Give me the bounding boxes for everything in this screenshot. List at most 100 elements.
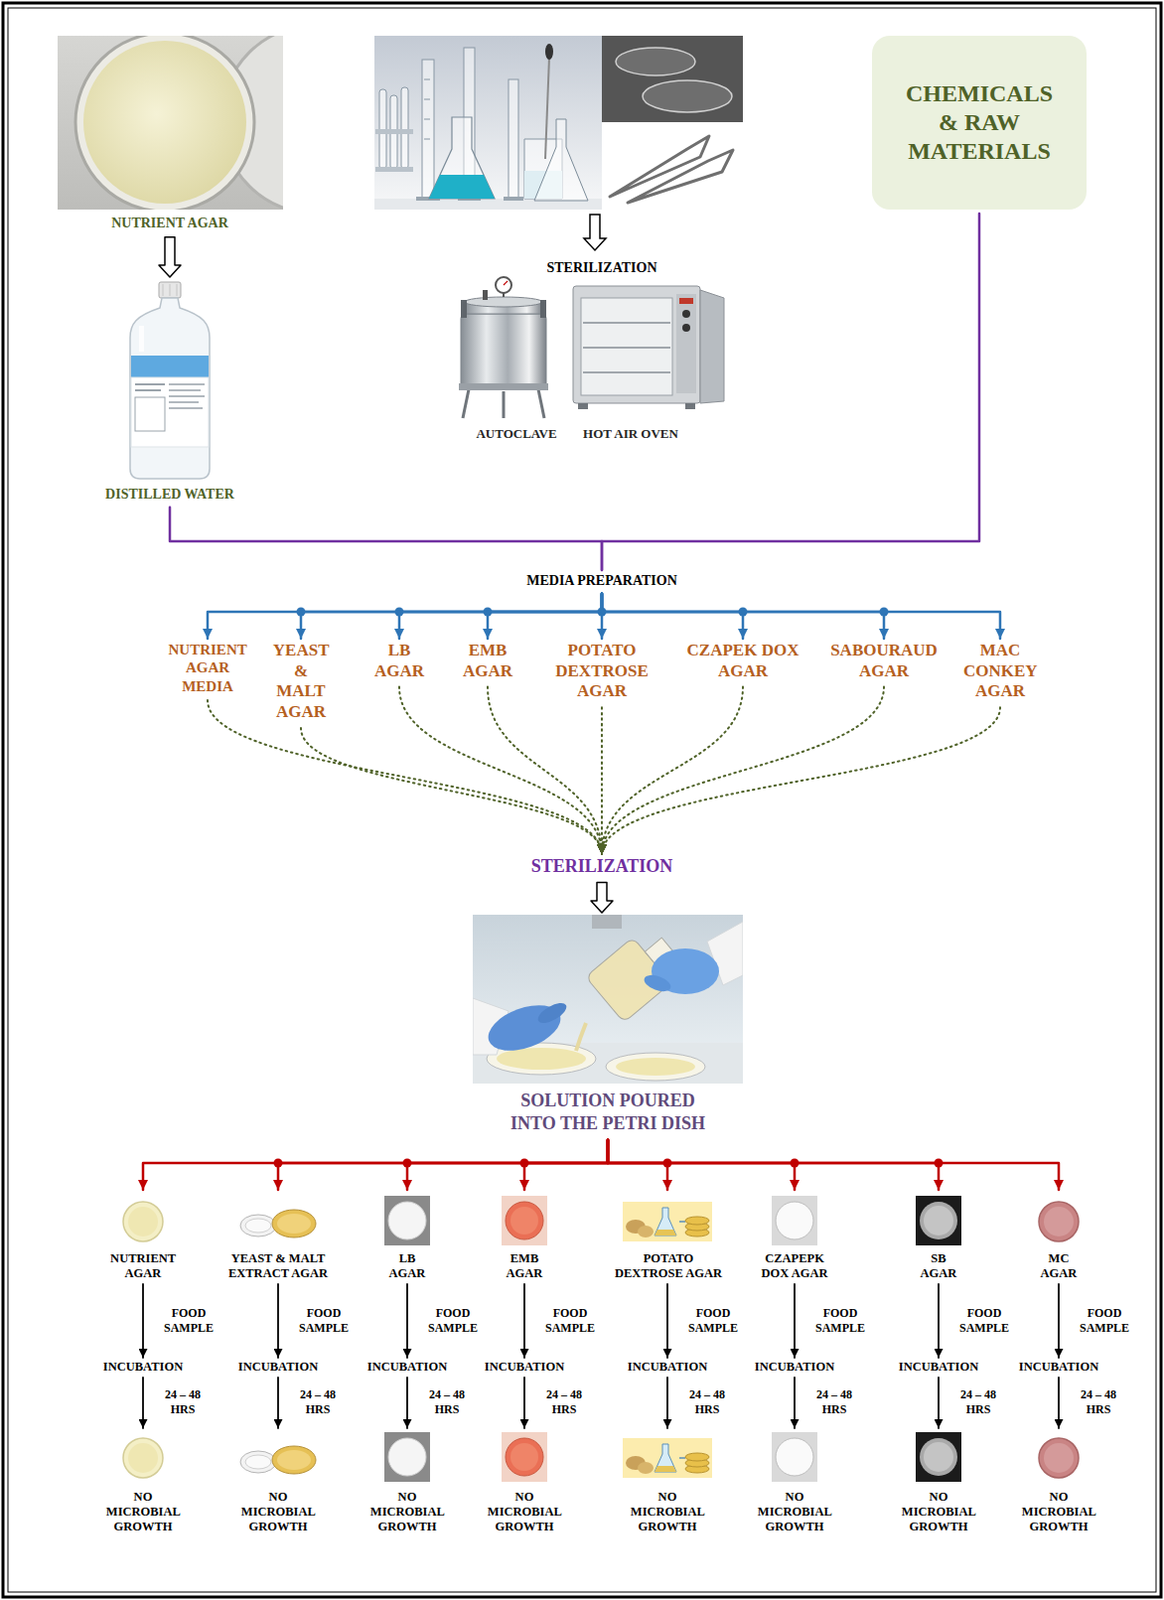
connector bbox=[158, 237, 181, 278]
step-label: INCUBATION bbox=[484, 1359, 565, 1375]
result-label-text: NO MICROBIAL GROWTH bbox=[241, 1489, 315, 1535]
plate-label: LB AGAR bbox=[348, 1191, 466, 1282]
plate-label: EMB AGAR bbox=[465, 1191, 583, 1282]
plate-label: SB AGAR bbox=[879, 1191, 998, 1282]
hot-air-oven-picture bbox=[573, 286, 725, 410]
connector bbox=[601, 593, 1001, 639]
connector bbox=[607, 1140, 939, 1190]
step-label: INCUBATION bbox=[103, 1359, 183, 1375]
medium-label-text: SABOURAUD AGAR bbox=[830, 640, 938, 682]
connector bbox=[487, 686, 602, 855]
medium-label: POTATO DEXTROSE AGAR bbox=[555, 640, 649, 703]
step-label: INCUBATION bbox=[627, 1359, 708, 1375]
sterilization-group-text: AUTOCLAVE bbox=[475, 426, 557, 442]
sterilization-group-text: HOT AIR OVEN bbox=[582, 426, 679, 442]
step-label-text: INCUBATION bbox=[103, 1359, 183, 1375]
connector bbox=[601, 707, 1001, 855]
connector bbox=[407, 1140, 608, 1190]
photo-caption: SOLUTION POURED INTO THE PETRI DISH bbox=[472, 914, 743, 1137]
connector bbox=[937, 1377, 940, 1429]
edge-label: 24 – 48 HRS bbox=[294, 1387, 341, 1418]
connector bbox=[142, 1284, 145, 1358]
connector bbox=[143, 1140, 608, 1190]
step-label: MEDIA PREPARATION bbox=[526, 573, 678, 590]
edge-label: 24 – 48 HRS bbox=[811, 1387, 858, 1418]
medium-label-text: POTATO DEXTROSE AGAR bbox=[555, 640, 649, 703]
medium-label-text: EMB AGAR bbox=[462, 640, 513, 682]
hollow-arrow bbox=[583, 214, 606, 251]
water-bottle bbox=[130, 282, 210, 479]
medium-label-text: CZAPEK DOX AGAR bbox=[678, 640, 808, 682]
step-label-text: MEDIA PREPARATION bbox=[526, 573, 678, 590]
medium-label: LB AGAR bbox=[374, 640, 425, 682]
plate-icons bbox=[123, 1432, 1079, 1482]
connector bbox=[524, 1140, 608, 1190]
result-label-text: NO MICROBIAL GROWTH bbox=[1021, 1489, 1096, 1535]
result-label-text: NO MICROBIAL GROWTH bbox=[630, 1489, 705, 1535]
edge-label: FOOD SAMPLE bbox=[1075, 1306, 1134, 1336]
connector bbox=[1057, 1377, 1060, 1429]
step-label-text: STERILIZATION bbox=[531, 856, 674, 878]
plate-label-text: EMB AGAR bbox=[506, 1251, 544, 1282]
glassware-photo bbox=[374, 35, 602, 210]
connector bbox=[601, 593, 743, 639]
medium-label-text: LB AGAR bbox=[374, 640, 425, 682]
step-label: INCUBATION bbox=[898, 1359, 979, 1375]
connector bbox=[277, 1377, 280, 1429]
step-label: INCUBATION bbox=[238, 1359, 318, 1375]
picture-caption-text: DISTILLED WATER bbox=[70, 486, 270, 504]
connector bbox=[601, 593, 884, 639]
edge-label: FOOD SAMPLE bbox=[811, 1306, 870, 1336]
medium-label-text: YEAST & MALT AGAR bbox=[273, 640, 329, 724]
connector bbox=[399, 686, 602, 855]
connector bbox=[300, 593, 602, 639]
step-label-text: INCUBATION bbox=[1018, 1359, 1099, 1375]
connector bbox=[278, 1140, 608, 1190]
connector bbox=[601, 686, 743, 855]
plate-label: NUTRIENT AGAR bbox=[84, 1191, 202, 1282]
connector bbox=[523, 1284, 526, 1358]
connector bbox=[487, 593, 602, 639]
connector bbox=[207, 700, 602, 855]
edge-label: 24 – 48 HRS bbox=[955, 1387, 1002, 1418]
result-label: NO MICROBIAL GROWTH bbox=[735, 1430, 854, 1535]
step-label-text: INCUBATION bbox=[367, 1359, 447, 1375]
edge-label: FOOD SAMPLE bbox=[424, 1306, 482, 1336]
sterilization-group-text: STERILIZATION bbox=[546, 260, 657, 278]
plate-label: CZAPEPK DOX AGAR bbox=[735, 1191, 854, 1282]
connector bbox=[406, 1377, 409, 1429]
medium-label: MAC CONKEY AGAR bbox=[963, 640, 1037, 703]
result-label-text: NO MICROBIAL GROWTH bbox=[901, 1489, 976, 1535]
materials-box-text: CHEMICALS & RAW MATERIALS bbox=[905, 79, 1053, 165]
edge-label: FOOD SAMPLE bbox=[294, 1306, 353, 1336]
edge-label: FOOD SAMPLE bbox=[541, 1306, 599, 1336]
connector bbox=[1057, 1284, 1060, 1358]
pouring-photo bbox=[472, 914, 743, 1084]
result-label: NO MICROBIAL GROWTH bbox=[348, 1430, 466, 1535]
connector bbox=[207, 593, 602, 639]
step-label-text: INCUBATION bbox=[898, 1359, 979, 1375]
step-label-text: INCUBATION bbox=[484, 1359, 565, 1375]
connector bbox=[937, 1284, 940, 1358]
plate-label-text: NUTRIENT AGAR bbox=[110, 1251, 176, 1282]
edge-label: 24 – 48 HRS bbox=[424, 1387, 470, 1418]
plate-label-text: POTATO DEXTROSE AGAR bbox=[608, 1251, 728, 1282]
sterilization-group: STERILIZATION AUTOCLAVE HOT AIR OVEN bbox=[442, 260, 761, 449]
photo-caption-text: SOLUTION POURED INTO THE PETRI DISH bbox=[503, 1089, 713, 1137]
connector bbox=[142, 1377, 145, 1429]
step-label-text: INCUBATION bbox=[627, 1359, 708, 1375]
result-label: NO MICROBIAL GROWTH bbox=[465, 1430, 583, 1535]
connector bbox=[277, 1284, 280, 1358]
connector bbox=[607, 1140, 1059, 1190]
edge-label: FOOD SAMPLE bbox=[684, 1306, 742, 1336]
edge-label: FOOD SAMPLE bbox=[159, 1306, 218, 1336]
step-label-text: INCUBATION bbox=[238, 1359, 318, 1375]
step-label: INCUBATION bbox=[754, 1359, 835, 1375]
agar-plate-photo bbox=[57, 35, 284, 210]
materials-box: CHEMICALS & RAW MATERIALS bbox=[872, 35, 1087, 210]
connector bbox=[523, 1377, 526, 1429]
plate-label: POTATO DEXTROSE AGAR bbox=[608, 1191, 727, 1282]
connector bbox=[666, 1284, 669, 1358]
picture-caption: NUTRIENT AGAR bbox=[57, 35, 284, 233]
